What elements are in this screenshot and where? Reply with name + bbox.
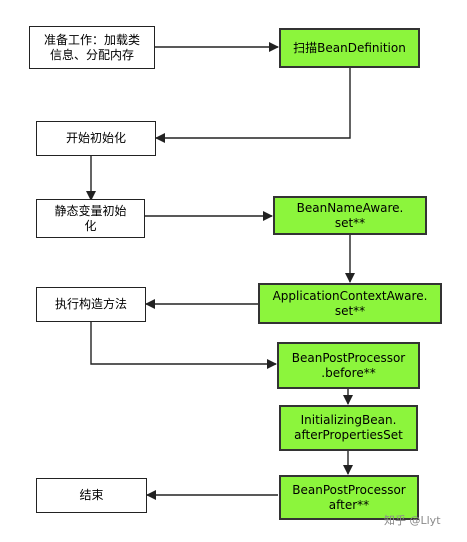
node-initializing-bean-line-1: InitializingBean. <box>300 413 397 427</box>
node-static-init-line-2: 化 <box>84 218 97 233</box>
node-scan: 扫描BeanDefinition <box>279 28 420 68</box>
node-init-start: 开始初始化 <box>36 121 156 156</box>
node-bpp-before-line-1: BeanPostProcessor <box>291 350 406 365</box>
node-end-label: 结束 <box>79 488 104 502</box>
node-app-ctx-aware: ApplicationContextAware. set** <box>258 283 442 324</box>
node-initializing-bean: InitializingBean. afterPropertiesSet <box>279 405 418 451</box>
node-bpp-before-line-2: .before** <box>321 365 376 380</box>
node-app-ctx-aware-line-1: ApplicationContextAware. <box>272 288 428 303</box>
node-init-start-label: 开始初始化 <box>65 131 126 145</box>
node-bean-name-aware-line-2: set** <box>334 215 366 230</box>
node-prepare-line-2: 信息、分配内存 <box>49 47 134 62</box>
node-bean-name-aware-line-1: BeanNameAware. <box>296 200 404 215</box>
node-constructor-label: 执行构造方法 <box>54 297 127 311</box>
node-bpp-after-line-1: BeanPostProcessor <box>292 482 406 497</box>
node-bean-name-aware: BeanNameAware. set** <box>273 196 427 235</box>
node-static-init: 静态变量初始 化 <box>36 199 145 238</box>
node-prepare: 准备工作：加载类 信息、分配内存 <box>29 26 155 69</box>
node-app-ctx-aware-line-2: set** <box>334 303 366 318</box>
edge-constructor-to-bpp-before <box>90 322 277 369</box>
node-initializing-bean-line-2: afterPropertiesSet <box>294 428 403 442</box>
node-scan-label: 扫描BeanDefinition <box>293 40 406 55</box>
node-prepare-line-1: 准备工作：加载类 <box>43 32 140 47</box>
watermark: 知乎 @Llyt <box>384 514 441 527</box>
edge-scan-to-init-start <box>155 68 351 143</box>
node-static-init-line-1: 静态变量初始 <box>54 203 127 218</box>
node-end: 结束 <box>36 478 147 513</box>
node-bpp-before: BeanPostProcessor .before** <box>277 342 420 389</box>
node-bpp-after: BeanPostProcessor after** <box>279 475 419 520</box>
node-constructor: 执行构造方法 <box>36 287 146 322</box>
node-bpp-after-line-2: after** <box>328 497 370 512</box>
